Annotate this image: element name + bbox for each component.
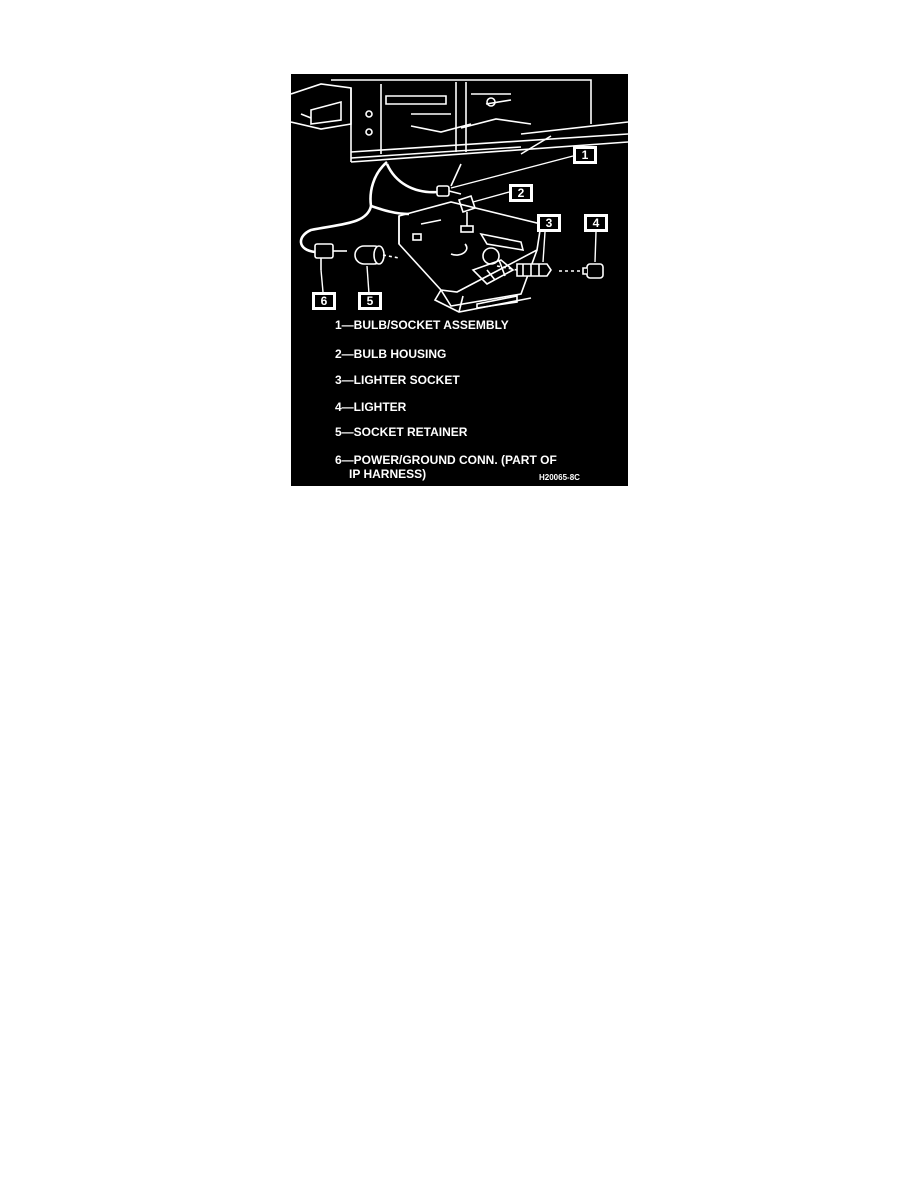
power-ground-connector	[314, 243, 347, 270]
lighter-socket	[496, 263, 552, 277]
svg-text:4: 4	[593, 216, 600, 230]
legend-item-6: 6—POWER/GROUND CONN. (PART OF	[335, 453, 557, 467]
lighter-diagram-figure: 1 2 3 4 5 6 1—BULB/SOCKET AS	[291, 74, 628, 486]
legend-item-5: 5—SOCKET RETAINER	[335, 425, 468, 439]
legend-item-3: 3—LIGHTER SOCKET	[335, 373, 460, 387]
legend-item-2: 2—BULB HOUSING	[335, 347, 446, 361]
svg-text:2: 2	[518, 186, 525, 200]
bulb-housing	[457, 194, 477, 233]
figure-code: H20065-8C	[539, 473, 580, 482]
legend-item-4: 4—LIGHTER	[335, 400, 407, 414]
instrument-panel-frame	[291, 79, 628, 187]
callout-1: 1	[573, 146, 597, 164]
callout-3: 3	[537, 214, 561, 232]
legend-item-1: 1—BULB/SOCKET ASSEMBLY	[335, 318, 509, 332]
svg-text:3: 3	[546, 216, 553, 230]
callout-4: 4	[584, 214, 608, 232]
lighter-exploded-view: 1 2 3 4 5 6 1—BULB/SOCKET AS	[291, 79, 628, 482]
svg-text:5: 5	[367, 294, 374, 308]
callout-6: 6	[312, 292, 336, 310]
callout-leaders	[320, 155, 597, 295]
legend-item-6-continued: IP HARNESS)	[349, 467, 426, 481]
svg-text:6: 6	[321, 294, 328, 308]
svg-text:1: 1	[582, 148, 589, 162]
console-housing	[398, 201, 542, 313]
lighter	[559, 263, 604, 279]
callout-2: 2	[509, 184, 533, 202]
parts-legend: 1—BULB/SOCKET ASSEMBLY 2—BULB HOUSING 3—…	[335, 318, 580, 482]
socket-retainer	[354, 245, 400, 265]
callout-5: 5	[358, 292, 382, 310]
bulb-socket-assembly	[436, 185, 462, 197]
